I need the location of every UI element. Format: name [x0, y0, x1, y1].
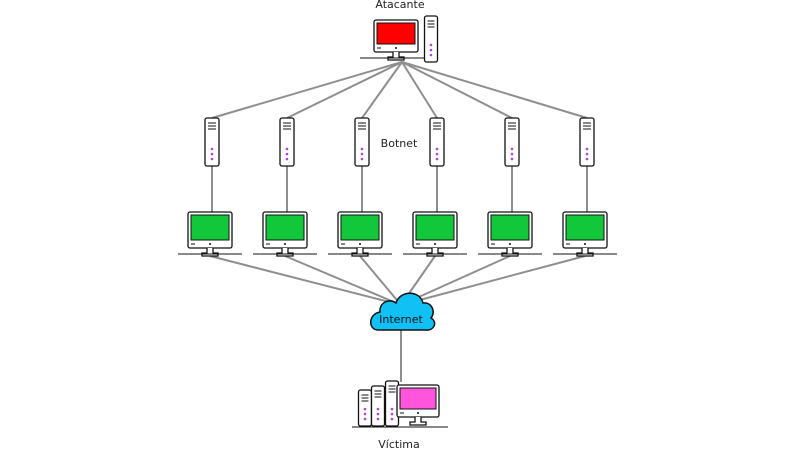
server-led	[586, 148, 589, 151]
server-led	[586, 158, 589, 161]
monitor-logo	[509, 243, 511, 245]
server-led	[391, 418, 394, 421]
server-led	[430, 54, 433, 57]
server-led	[391, 408, 394, 411]
victim-computer	[397, 385, 439, 425]
monitor-screen	[377, 23, 415, 44]
monitor-stand	[202, 248, 218, 256]
victim-label: Víctima	[378, 438, 419, 450]
server-led	[364, 408, 367, 411]
botnet-label: Botnet	[381, 137, 418, 150]
bot-server-6	[580, 118, 594, 166]
monitor-screen	[341, 215, 379, 240]
link-bot-computer-3-internet	[360, 256, 401, 305]
nodes-layer: Internet	[178, 16, 617, 427]
link-attacker-bot-server-3	[362, 62, 402, 118]
server-led	[377, 408, 380, 411]
bot-server-1	[205, 118, 219, 166]
bot-computer-2	[253, 212, 317, 256]
internet-label: Internet	[379, 313, 423, 326]
monitor-stand	[277, 248, 293, 256]
server-led	[286, 158, 289, 161]
bot-server-2	[280, 118, 294, 166]
monitor-screen	[191, 215, 229, 240]
bot-computer-3	[328, 212, 392, 256]
monitor-logo	[284, 243, 286, 245]
monitor-logo	[395, 47, 397, 49]
server-led	[436, 153, 439, 156]
attacker-label: Atacante	[375, 0, 424, 11]
server-led	[511, 158, 514, 161]
victim-server-1	[359, 390, 372, 426]
server-led	[436, 158, 439, 161]
server-led	[586, 153, 589, 156]
bot-computer-4	[403, 212, 467, 256]
monitor-screen	[491, 215, 529, 240]
server-led	[430, 44, 433, 47]
bot-server-3	[355, 118, 369, 166]
link-attacker-bot-server-1	[212, 62, 402, 118]
victim-server-2	[372, 386, 385, 426]
bot-computer-5	[478, 212, 542, 256]
server-led	[361, 148, 364, 151]
monitor-logo	[584, 243, 586, 245]
monitor-logo	[434, 243, 436, 245]
server-led	[361, 153, 364, 156]
server-led	[430, 49, 433, 52]
monitor-stand	[577, 248, 593, 256]
monitor-stand	[352, 248, 368, 256]
monitor-stand	[410, 417, 426, 425]
server-led	[511, 153, 514, 156]
bot-server-4	[430, 118, 444, 166]
server-led	[286, 148, 289, 151]
server-led	[211, 148, 214, 151]
server-led	[511, 148, 514, 151]
monitor-logo	[209, 243, 211, 245]
server-led	[377, 418, 380, 421]
link-bot-computer-1-internet	[210, 256, 401, 305]
bot-server-5	[505, 118, 519, 166]
server-led	[286, 153, 289, 156]
monitor-logo	[359, 243, 361, 245]
monitor-stand	[502, 248, 518, 256]
monitor-screen	[400, 388, 436, 409]
server-led	[211, 158, 214, 161]
bot-computer-6	[553, 212, 617, 256]
attacker-computer	[360, 20, 432, 60]
server-led	[436, 148, 439, 151]
monitor-logo	[417, 412, 419, 414]
bot-computer-1	[178, 212, 242, 256]
server-led	[364, 418, 367, 421]
monitor-screen	[266, 215, 304, 240]
monitor-stand	[427, 248, 443, 256]
monitor-stand	[388, 52, 404, 60]
attacker-server	[425, 16, 438, 62]
server-led	[364, 413, 367, 416]
server-led	[211, 153, 214, 156]
monitor-screen	[566, 215, 604, 240]
server-led	[377, 413, 380, 416]
server-led	[391, 413, 394, 416]
monitor-screen	[416, 215, 454, 240]
server-led	[361, 158, 364, 161]
